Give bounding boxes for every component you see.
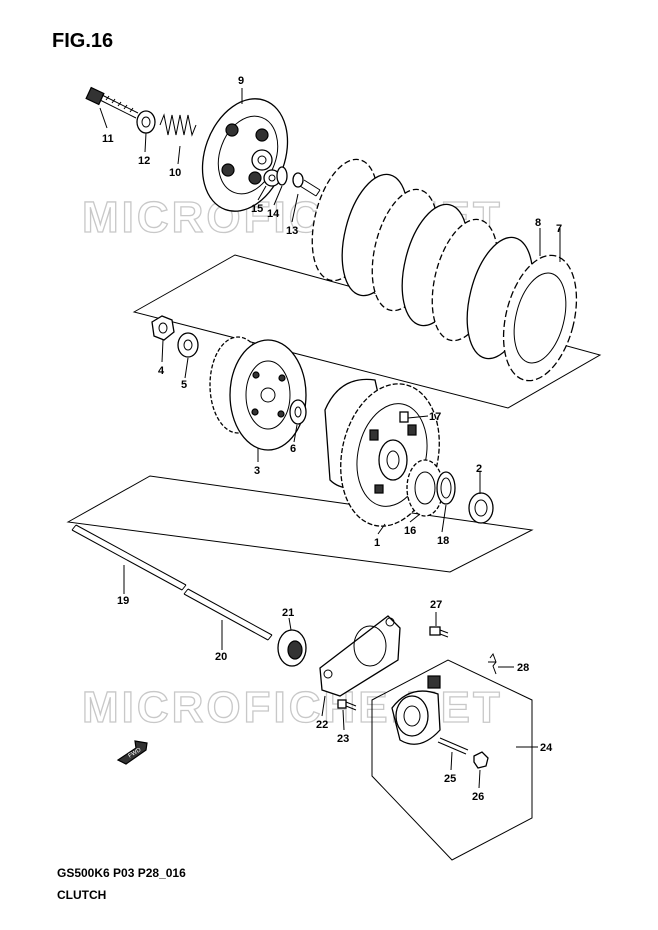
part-6-thrust-washer bbox=[289, 399, 307, 425]
callout-6: 6 bbox=[290, 443, 296, 455]
parts-7-8-clutch-plates bbox=[311, 158, 578, 382]
callout-2: 2 bbox=[476, 463, 482, 475]
callout-19: 19 bbox=[117, 595, 129, 607]
section-name: CLUTCH bbox=[57, 888, 107, 902]
callout-7: 7 bbox=[556, 223, 562, 235]
part-21-oil-seal bbox=[277, 629, 307, 667]
part-19-push-rod bbox=[71, 524, 187, 591]
part-26-nut bbox=[473, 751, 489, 769]
part-3-sleeve-hub bbox=[209, 336, 307, 451]
part-27-bolt bbox=[429, 626, 449, 638]
part-18-spacer bbox=[436, 471, 456, 505]
callout-20: 20 bbox=[215, 651, 227, 663]
plate-group-outline bbox=[132, 254, 602, 409]
figure-title: FIG.16 bbox=[52, 30, 114, 52]
part-28-bleeder bbox=[488, 652, 497, 675]
part-24-release-cylinder bbox=[391, 675, 441, 745]
part-23-bolt bbox=[337, 699, 357, 711]
release-group-outline bbox=[371, 659, 533, 861]
shaft-group-outline bbox=[66, 475, 534, 573]
part-2-washer bbox=[468, 492, 494, 524]
part-22-gasket bbox=[319, 615, 401, 697]
callout-16: 16 bbox=[404, 525, 416, 537]
callout-10: 10 bbox=[169, 167, 181, 179]
part-20-push-rod bbox=[183, 588, 273, 641]
part-25-bolt bbox=[437, 737, 469, 755]
callout-28: 28 bbox=[517, 662, 529, 674]
callout-8: 8 bbox=[535, 217, 541, 229]
fwd-arrow-icon: FWD bbox=[116, 740, 148, 765]
callout-5: 5 bbox=[181, 379, 187, 391]
callout-18: 18 bbox=[437, 535, 449, 547]
callout-4: 4 bbox=[158, 365, 165, 377]
callout-14: 14 bbox=[267, 208, 280, 220]
part-14-washer bbox=[276, 166, 288, 186]
callout-11: 11 bbox=[102, 133, 114, 145]
part-11-bolt bbox=[85, 86, 139, 119]
callout-25: 25 bbox=[444, 773, 456, 785]
part-12-retainer bbox=[136, 110, 156, 134]
callout-17: 17 bbox=[429, 411, 441, 423]
callout-21: 21 bbox=[282, 607, 294, 619]
callout-3: 3 bbox=[254, 465, 260, 477]
part-17-spacer bbox=[399, 411, 409, 423]
callout-12: 12 bbox=[138, 155, 150, 167]
model-code: GS500K6 P03 P28_016 bbox=[57, 866, 186, 880]
callout-22: 22 bbox=[316, 719, 328, 731]
callout-9: 9 bbox=[238, 75, 244, 87]
part-4-nut bbox=[151, 315, 175, 341]
callout-1: 1 bbox=[374, 537, 380, 549]
callout-13: 13 bbox=[286, 225, 298, 237]
part-5-lock-washer bbox=[177, 332, 199, 358]
callout-15: 15 bbox=[251, 203, 263, 215]
callout-24: 24 bbox=[540, 742, 553, 754]
part-10-spring bbox=[159, 113, 197, 137]
part-13-pushrod-piece bbox=[292, 172, 321, 197]
callout-23: 23 bbox=[337, 733, 349, 745]
callout-26: 26 bbox=[472, 791, 484, 803]
callout-27: 27 bbox=[430, 599, 442, 611]
leader-lines bbox=[99, 88, 561, 789]
